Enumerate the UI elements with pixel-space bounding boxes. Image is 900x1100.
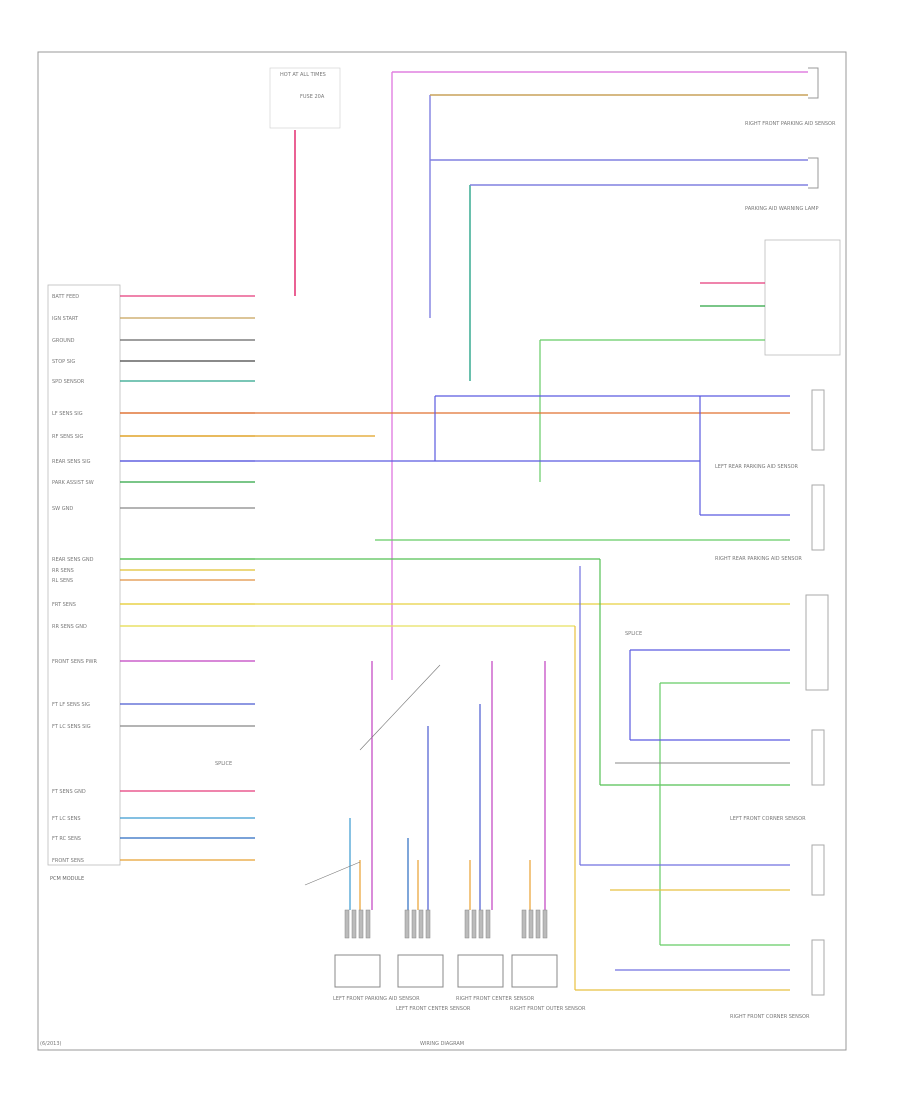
sensor-pin-2-3	[485, 909, 491, 939]
right-label-2: LEFT REAR PARKING AID SENSOR	[715, 464, 799, 470]
pin-label-11: RR SENS	[52, 568, 74, 574]
right-connector-3	[805, 594, 829, 691]
pin-label-18: FT SENS GND	[52, 789, 86, 795]
pin-label-0: BATT FEED	[52, 294, 79, 300]
pcm-module-label: PCM MODULE	[50, 876, 84, 882]
pin-label-2: GROUND	[52, 338, 75, 344]
footer-left: (6/2013)	[40, 1041, 62, 1047]
pin-wires	[120, 295, 255, 861]
sensor-pin-2-2	[478, 909, 484, 939]
fuse-label: FUSE 20A	[300, 94, 325, 100]
right-connector-4	[811, 729, 825, 786]
right-label-3: RIGHT REAR PARKING AID SENSOR	[715, 556, 802, 562]
pin-label-10: REAR SENS GND	[52, 557, 94, 563]
pin-label-15: FRONT SENS PWR	[52, 659, 97, 665]
top-note: HOT AT ALL TIMES	[280, 72, 326, 78]
sensor-box-2	[397, 954, 444, 988]
pin-label-8: PARK ASSIST SW	[52, 480, 94, 486]
pin-label-12: RL SENS	[52, 578, 73, 584]
pcm-module-box	[47, 284, 121, 866]
sensor-pin-0-2	[358, 909, 364, 939]
right-connector-6	[811, 939, 825, 996]
pin-label-5: LF SENS SIG	[52, 411, 83, 417]
rf-sensor-connector-2	[808, 157, 819, 189]
pin-label-21: FRONT SENS	[52, 858, 84, 864]
right-connector-2	[811, 484, 825, 551]
sensor-pin-0-0	[344, 909, 350, 939]
pin-label-17: FT LC SENS SIG	[52, 724, 91, 730]
sensor-label-4: RIGHT FRONT OUTER SENSOR	[510, 1006, 586, 1012]
front-sensors: LEFT FRONT PARKING AID SENSOR LEFT FRONT…	[333, 954, 586, 1012]
sensor-pin-2-1	[471, 909, 477, 939]
rf-sensor-connector	[808, 67, 819, 99]
sensor-pin-3-3	[542, 909, 548, 939]
pin-label-1: IGN START	[52, 316, 79, 322]
sensor-pin-0-1	[351, 909, 357, 939]
pin-label-20: FT RC SENS	[52, 836, 81, 842]
pin-labels: BATT FEED IGN START GROUND STOP SIG SPD SENS…	[52, 294, 97, 864]
sensor-pin-1-2	[418, 909, 424, 939]
sensor-label-2: LEFT FRONT CENTER SENSOR	[396, 1006, 471, 1012]
leader-line-2	[304, 861, 361, 886]
pin-label-7: REAR SENS SIG	[52, 459, 91, 465]
pin-label-14: RR SENS GND	[52, 624, 87, 630]
fuse-box	[269, 67, 341, 129]
right-label-0: RIGHT FRONT PARKING AID SENSOR	[745, 121, 836, 127]
right-label-4: LEFT FRONT CORNER SENSOR	[730, 816, 806, 822]
sensor-pin-1-0	[404, 909, 410, 939]
right-label-5: RIGHT FRONT CORNER SENSOR	[730, 1014, 810, 1020]
splice-note-2: SPLICE	[625, 631, 642, 637]
pin-label-19: FT LC SENS	[52, 816, 81, 822]
sensor-label-3: RIGHT FRONT CENTER SENSOR	[456, 996, 535, 1002]
right-label-1: PARKING AID WARNING LAMP	[745, 206, 819, 212]
sensor-pin-3-1	[528, 909, 534, 939]
pin-label-6: RF SENS SIG	[52, 434, 83, 440]
pin-label-13: FRT SENS	[52, 602, 76, 608]
sensor-pin-0-3	[365, 909, 371, 939]
footer-center: WIRING DIAGRAM	[420, 1041, 464, 1047]
splice-note-1: SPLICE	[215, 761, 232, 767]
sensor-box-4	[511, 954, 558, 988]
sensor-pin-3-0	[521, 909, 527, 939]
pin-label-16: FT LF SENS SIG	[52, 702, 90, 708]
sensor-pin-2-0	[464, 909, 470, 939]
right-connector-5	[811, 844, 825, 896]
sensor-box-3	[457, 954, 504, 988]
right-connector-1	[811, 389, 825, 451]
pin-label-3: STOP SIG	[52, 359, 75, 365]
sensor-label-1: LEFT FRONT PARKING AID SENSOR	[333, 996, 420, 1002]
sensor-connector-pins	[344, 909, 548, 939]
sensor-pin-1-1	[411, 909, 417, 939]
diagram-border	[37, 51, 847, 1051]
sensor-box-1	[334, 954, 381, 988]
sensor-pin-3-2	[535, 909, 541, 939]
sensor-pin-1-3	[425, 909, 431, 939]
leader-line-1	[359, 664, 441, 751]
parking-aid-switch-box	[764, 239, 841, 356]
pin-label-4: SPD SENSOR	[52, 379, 85, 385]
pin-label-9: SW GND	[52, 506, 73, 512]
